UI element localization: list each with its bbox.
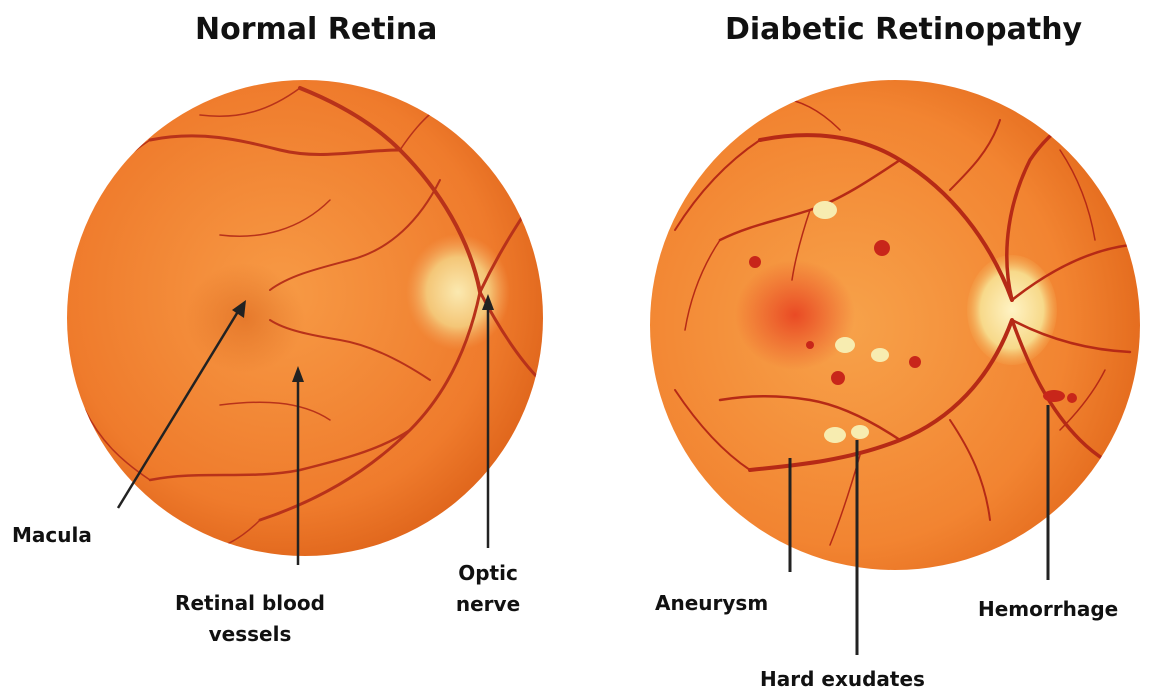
hard-exudates-label-text: Hard exudates [760, 667, 925, 691]
diabetic-retinopathy-title: Diabetic Retinopathy [725, 12, 1082, 47]
macula-region [735, 260, 855, 370]
vessels-label-line2: vessels [150, 619, 350, 650]
hemorrhage-label-text: Hemorrhage [978, 597, 1118, 621]
aneurysm-label-text: Aneurysm [655, 591, 768, 615]
normal-retina-title: Normal Retina [195, 12, 437, 47]
macula-label-text: Macula [12, 523, 92, 547]
optic-disc [967, 255, 1057, 365]
diabetic-retinopathy-panel: Diabetic Retinopathy Aneurysm Hard exuda… [580, 0, 1161, 698]
hemorrhage-label: Hemorrhage [978, 594, 1118, 625]
aneurysm-label: Aneurysm [655, 588, 768, 619]
normal-retina-panel: Normal Retina Macula Retinal blood vesse… [0, 0, 560, 698]
retinal-blood-vessels-label: Retinal blood vessels [150, 588, 350, 650]
macula-label: Macula [12, 520, 92, 551]
optic-label-line2: nerve [440, 589, 536, 620]
retina-fundus [650, 80, 1140, 570]
optic-label-line1: Optic [440, 558, 536, 589]
optic-disc [406, 234, 510, 350]
vessels-label-line1: Retinal blood [150, 588, 350, 619]
hard-exudates-label: Hard exudates [760, 664, 925, 695]
optic-nerve-label: Optic nerve [440, 558, 536, 620]
